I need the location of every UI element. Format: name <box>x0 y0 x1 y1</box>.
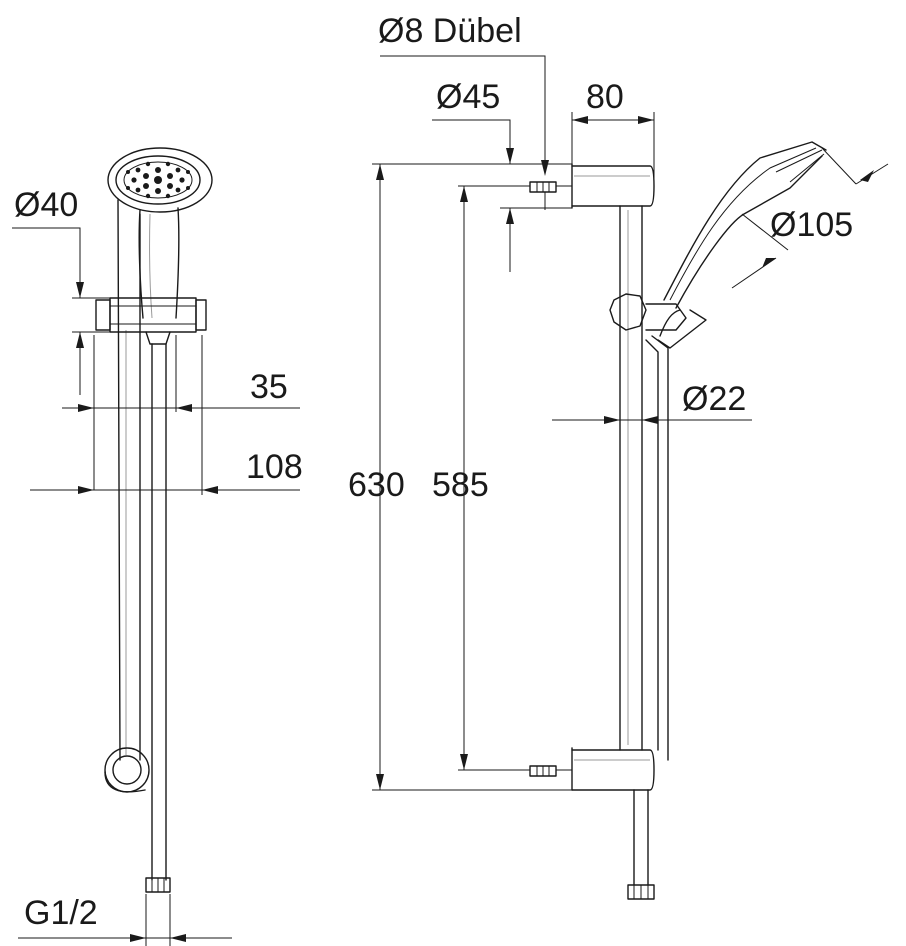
label-dubel: Ø8 Dübel <box>378 12 522 50</box>
slider-holder-side <box>95 297 207 345</box>
label-d105: Ø105 <box>770 206 853 244</box>
bottom-wall-bracket <box>529 747 655 791</box>
slider-knob <box>609 293 687 331</box>
label-d40: Ø40 <box>14 186 78 224</box>
dim-d40 <box>12 227 110 395</box>
shower-head-front <box>107 147 213 213</box>
label-585: 585 <box>432 466 489 504</box>
dim-80 <box>571 112 655 180</box>
dim-thread <box>18 894 232 946</box>
label-35: 35 <box>250 368 288 406</box>
dim-35 <box>62 335 300 490</box>
dim-d22 <box>552 416 752 424</box>
label-630: 630 <box>348 466 405 504</box>
dim-d45 <box>432 119 572 272</box>
top-wall-bracket <box>529 163 655 209</box>
dim-d105 <box>731 147 889 289</box>
side-view <box>12 147 300 946</box>
dim-585 <box>458 185 530 771</box>
dim-108 <box>30 335 300 495</box>
label-d45: Ø45 <box>436 78 500 116</box>
hand-shower <box>657 141 827 349</box>
front-view <box>372 55 889 900</box>
label-108: 108 <box>246 448 303 486</box>
label-80: 80 <box>586 78 624 116</box>
nozzle-pattern <box>126 161 190 199</box>
label-d22: Ø22 <box>682 380 746 418</box>
label-thread: G1/2 <box>24 894 98 932</box>
dim-630 <box>372 163 572 791</box>
